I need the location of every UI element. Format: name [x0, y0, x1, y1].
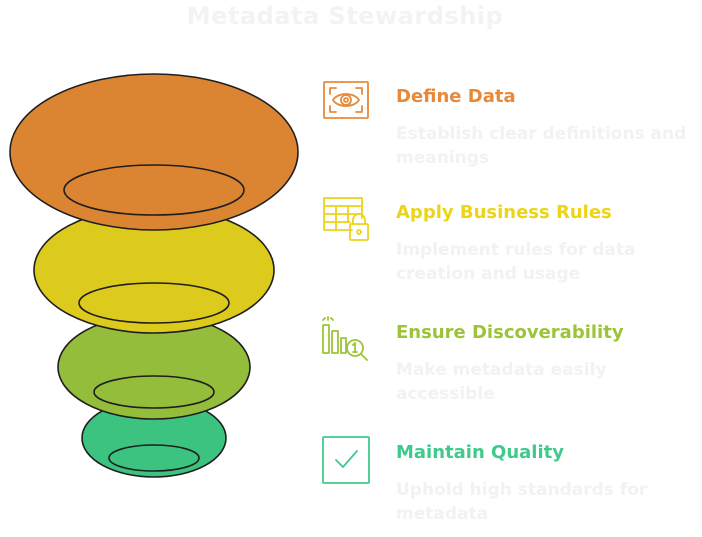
- step-title: Ensure Discoverability: [396, 322, 624, 343]
- chart-search-icon: [322, 316, 370, 364]
- step-title: Apply Business Rules: [396, 202, 612, 223]
- funnel-layer-1: [9, 73, 299, 231]
- step-description: Make metadata easily accessible: [396, 360, 607, 404]
- step-title: Maintain Quality: [396, 442, 564, 463]
- table-lock-icon: [322, 196, 370, 244]
- eye-scan-icon: [322, 80, 370, 128]
- diagram-title: Metadata Stewardship: [186, 2, 504, 30]
- checkbox-icon: [322, 436, 370, 484]
- step-title: Define Data: [396, 86, 516, 107]
- step-description: Implement rules for data creation and us…: [396, 240, 636, 284]
- step-description: Uphold high standards for metadata: [396, 480, 648, 524]
- funnel-layer-2: [33, 206, 275, 334]
- funnel-diagram: [9, 73, 299, 478]
- step-description: Establish clear definitions and meanings: [396, 124, 687, 168]
